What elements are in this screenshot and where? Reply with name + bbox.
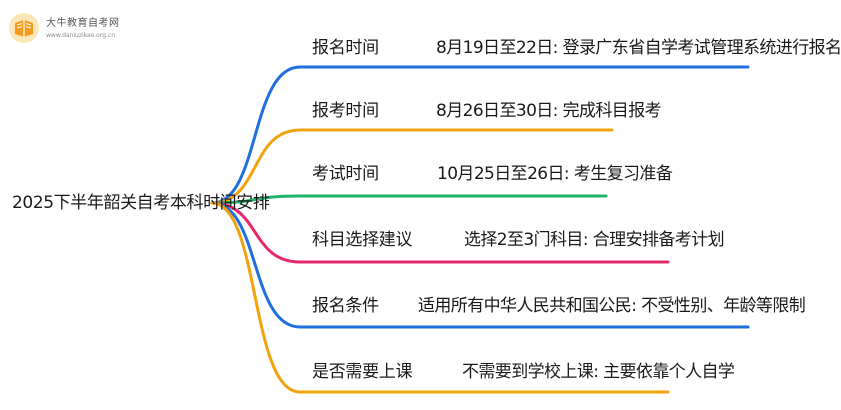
topic-exam-time: 考试时间 <box>312 164 379 184</box>
branch-line-registration-time <box>210 65 750 205</box>
detail-class-attendance: 不需要到学校上课: 主要依靠个人自学 <box>462 362 735 382</box>
watermark-url: www.daniuzikao.org.cn <box>46 31 116 39</box>
branch-line-exam-time <box>210 194 608 205</box>
watermark-logo: 大牛教育自考网 www.daniuzikao.org.cn <box>8 8 120 48</box>
detail-course-registration-time: 8月26日至30日: 完成科目报考 <box>436 101 662 121</box>
branch-line-class-attendance <box>210 201 670 394</box>
topic-registration-time: 报名时间 <box>312 38 379 58</box>
detail-registration-time: 8月19日至22日: 登录广东省自学考试管理系统进行报名 <box>436 38 841 58</box>
book-logo-icon <box>8 12 40 44</box>
branch-lines <box>210 65 750 394</box>
topic-subject-advice: 科目选择建议 <box>312 230 413 250</box>
branch-line-eligibility <box>210 201 750 329</box>
detail-exam-time: 10月25日至26日: 考生复习准备 <box>437 164 673 184</box>
watermark-name: 大牛教育自考网 <box>46 17 120 29</box>
mind-map: 大牛教育自考网 www.daniuzikao.org.cn 2025下半年韶关自… <box>8 8 841 394</box>
topic-course-registration-time: 报考时间 <box>312 101 379 121</box>
detail-subject-advice: 选择2至3门科目: 合理安排备考计划 <box>464 230 725 250</box>
topic-class-attendance: 是否需要上课 <box>312 362 413 382</box>
topic-eligibility: 报名条件 <box>312 296 379 316</box>
branch-line-course-registration-time <box>210 128 614 205</box>
detail-eligibility: 适用所有中华人民共和国公民: 不受性别、年龄等限制 <box>418 296 806 316</box>
root-topic: 2025下半年韶关自考本科时间安排 <box>12 193 270 213</box>
branch-line-subject-advice <box>210 201 670 264</box>
